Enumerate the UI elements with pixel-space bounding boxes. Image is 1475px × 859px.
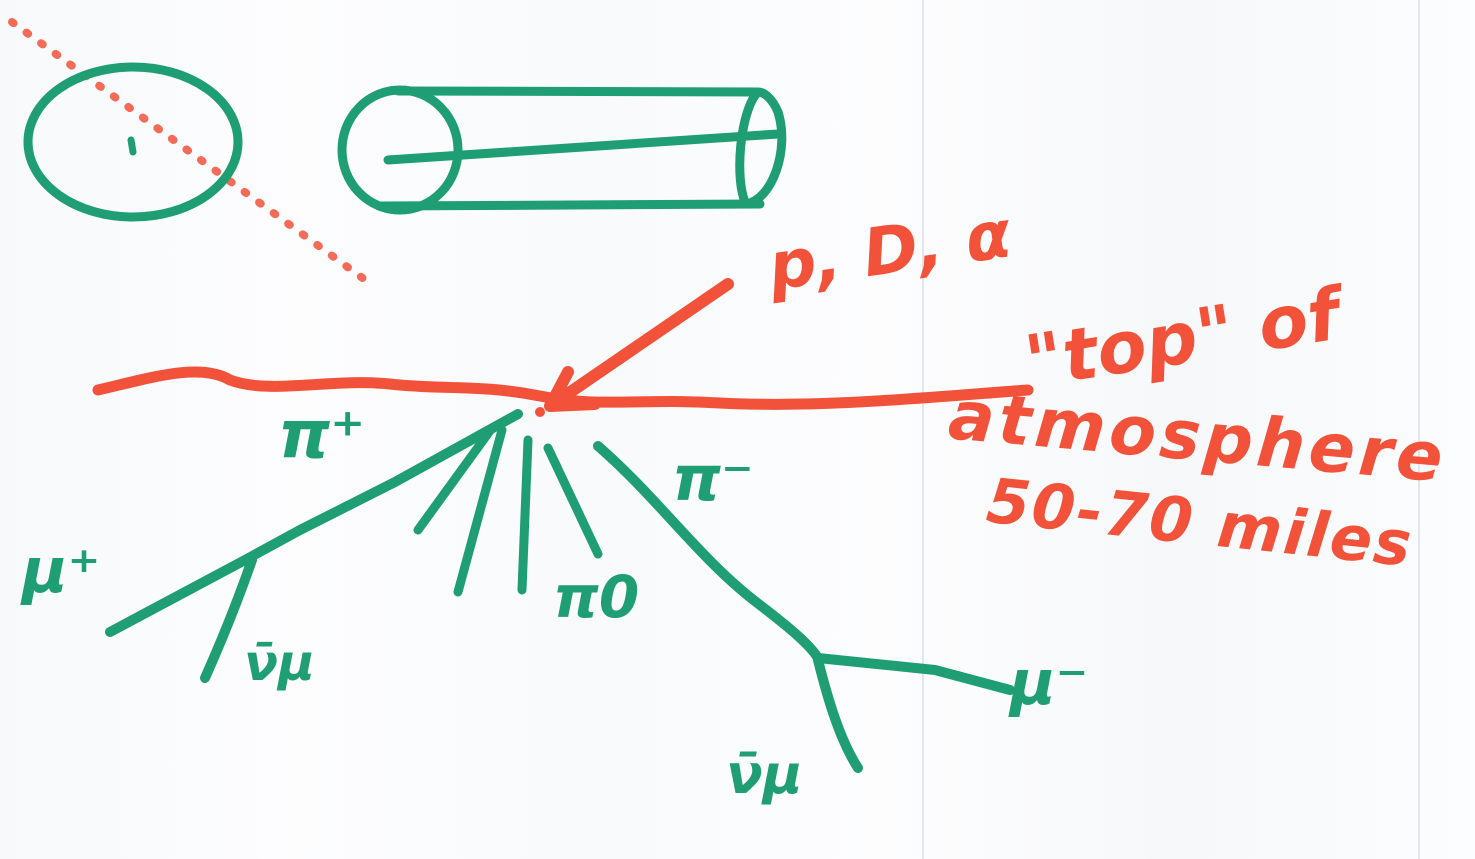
- pi-minus-track: [593, 441, 823, 663]
- nu-mu-label: ν̄μ: [244, 634, 315, 692]
- shower-track: [453, 425, 507, 597]
- collision-point: [535, 407, 545, 417]
- mu-minus-track: [813, 653, 1015, 695]
- pi-plus-label: π⁺: [278, 396, 366, 473]
- cylinder-back-end: [735, 87, 787, 209]
- atmosphere-boundary-line: [92, 366, 1034, 410]
- mu-plus-label: μ⁺: [22, 534, 101, 607]
- shower-track: [413, 423, 497, 535]
- pi-zero-label: π0: [553, 563, 640, 631]
- cylinder-front-end: [337, 85, 463, 215]
- whiteboard-panel-seam: [1418, 0, 1420, 859]
- whiteboard-panel-seam: [922, 0, 924, 859]
- nu-mu-bar-branch: [813, 655, 863, 773]
- shower-track: [543, 443, 603, 559]
- nu-mu-branch: [200, 555, 257, 683]
- mu-minus-label: μ⁻: [1010, 646, 1089, 719]
- dotted-particle-path: [8, 18, 372, 286]
- nu-mu-bar-label: ν̄μ: [726, 743, 803, 806]
- incoming-particle-arrow: [544, 278, 734, 412]
- detector-center-dot: [127, 136, 137, 156]
- shower-track: [517, 435, 533, 595]
- pi-minus-label: π⁻: [672, 442, 754, 515]
- pi-plus-track: [105, 409, 523, 637]
- detector-cross-section: [23, 62, 243, 222]
- cylinder-body: [375, 86, 783, 211]
